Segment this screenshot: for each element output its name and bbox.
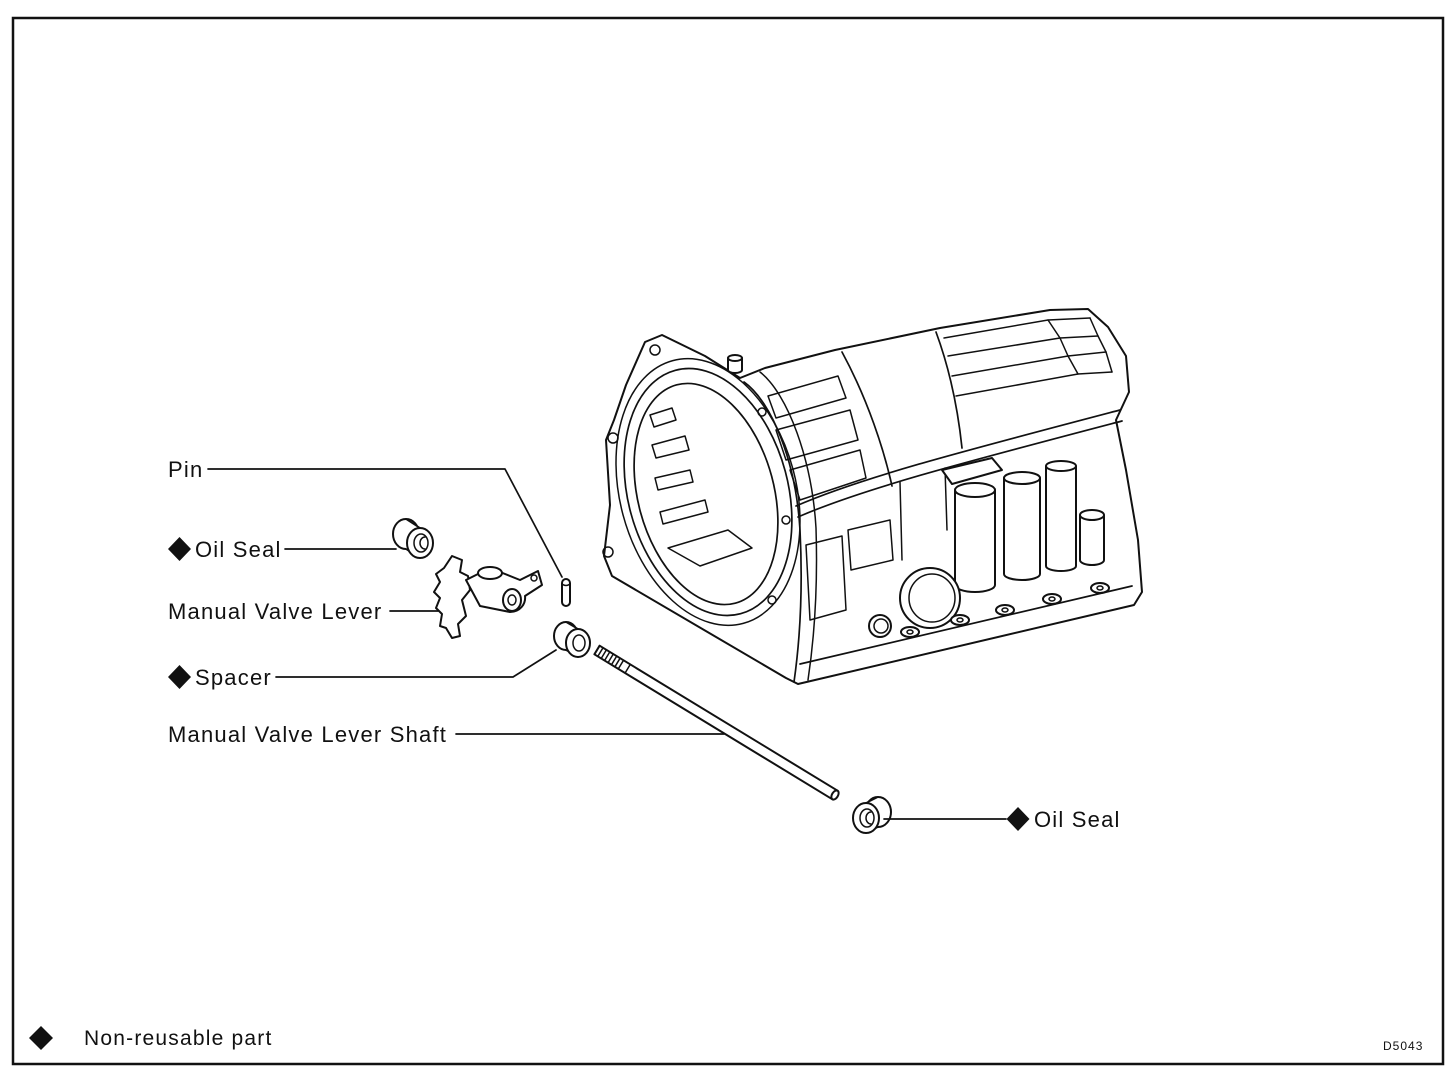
oil-seal-right-part	[852, 796, 892, 834]
inner-tab	[649, 407, 677, 428]
accumulator-cylinder-top	[954, 482, 996, 498]
case-rib	[789, 449, 867, 501]
spacer-bore	[572, 634, 586, 652]
manual-valve-lever-shaft-part	[593, 644, 840, 801]
spacer-body-top	[565, 621, 579, 630]
case-web	[805, 535, 847, 621]
rear-rib	[1047, 319, 1079, 375]
case-port-small-inner	[873, 618, 889, 634]
callout-manual-valve-lever-shaft: Manual Valve Lever Shaft	[168, 722, 447, 747]
case-stud	[727, 357, 743, 374]
diamond-icon	[1006, 807, 1030, 831]
oil-seal-left-part	[392, 518, 434, 559]
flange-bolt-hole	[956, 617, 964, 623]
inner-tab	[654, 469, 694, 491]
flange-bolt-boss	[1042, 593, 1062, 605]
case-port	[899, 567, 961, 629]
bolt-hole	[767, 595, 777, 605]
legend: Non-reusable part	[29, 1026, 273, 1050]
diagram-frame	[11, 16, 1445, 1066]
accumulator-cylinder-top	[1003, 471, 1041, 485]
manual-valve-lever-part	[433, 555, 543, 639]
inner-ledge	[667, 529, 753, 567]
pin-end-line	[561, 583, 571, 587]
bolt-hole	[602, 546, 614, 558]
spacer-part	[553, 621, 591, 658]
accumulator-cylinder-top	[1045, 460, 1077, 472]
parting-line	[795, 409, 1121, 507]
bolt-hole	[649, 344, 661, 356]
accumulator-cylinder-top	[1079, 509, 1105, 521]
case-port-inner	[908, 573, 956, 623]
case-web	[847, 519, 894, 571]
pin-body	[561, 578, 571, 607]
pan-flange	[799, 585, 1133, 665]
legend-text: Non-reusable part	[84, 1027, 273, 1050]
rear-ridge	[1089, 317, 1113, 373]
seal-lip	[419, 536, 426, 550]
flange-bolt-boss	[900, 626, 920, 638]
case-wall	[899, 481, 903, 561]
diamond-icon	[168, 665, 191, 689]
accumulator-cylinder	[1079, 514, 1105, 566]
lever-arm-hole	[530, 574, 538, 582]
flange-bolt-boss	[995, 604, 1015, 616]
figure-code: D5043	[1383, 1039, 1423, 1053]
callout-oil-seal-right: Oil Seal	[1034, 807, 1121, 832]
seal-bore	[859, 808, 875, 828]
flange-bolt-boss	[1090, 582, 1110, 594]
flange-bolt-hole	[1096, 585, 1104, 591]
case-wall	[944, 467, 948, 531]
bell-opening-inner	[633, 382, 779, 606]
seal-lip	[865, 811, 872, 825]
accumulator-cylinder	[1045, 465, 1077, 572]
bolt-hole	[757, 407, 767, 417]
detent-plate	[433, 555, 471, 639]
barrel-rear-edge	[935, 331, 963, 449]
bolt-hole	[607, 432, 619, 444]
seal-body-top	[405, 518, 421, 529]
spacer-front	[565, 628, 591, 658]
bolt-hole	[781, 515, 791, 525]
callout-oil-seal-left: Oil Seal	[195, 537, 282, 562]
flange-bolt-hole	[1001, 607, 1009, 613]
diamond-icon	[29, 1026, 53, 1050]
diamond-icon	[168, 537, 191, 561]
seal-body-top	[865, 796, 879, 804]
inner-tab	[659, 499, 709, 525]
leader-spacer	[275, 649, 557, 678]
transmission-case	[602, 308, 1143, 685]
flange-bolt-boss	[950, 614, 970, 626]
accumulator-cylinder	[954, 489, 996, 593]
inner-tab	[651, 435, 690, 459]
flange-bolt-hole	[1048, 596, 1056, 602]
callout-pin: Pin	[168, 457, 203, 482]
bell-side-rib	[759, 371, 818, 681]
parting-line-lower	[797, 420, 1123, 518]
shaft-end	[830, 789, 840, 801]
accumulator-cylinder	[1003, 477, 1041, 581]
callout-spacer: Spacer	[195, 665, 272, 690]
pin-part	[561, 578, 571, 607]
shaft-splines	[597, 647, 632, 674]
hub-bore	[507, 594, 517, 606]
hub-boss-top	[477, 566, 503, 580]
flange-bolt-hole	[906, 629, 914, 635]
valve-body-tab	[941, 457, 1003, 485]
hub-end-face	[502, 588, 522, 612]
seal-bore	[413, 533, 429, 553]
bell-opening-outer	[623, 367, 793, 617]
callout-manual-valve-lever: Manual Valve Lever	[168, 599, 382, 624]
case-silhouette	[603, 308, 1143, 685]
leader-pin	[207, 468, 563, 578]
case-stud-top	[727, 354, 743, 362]
case-rib	[767, 375, 847, 419]
case-rib	[775, 409, 859, 461]
